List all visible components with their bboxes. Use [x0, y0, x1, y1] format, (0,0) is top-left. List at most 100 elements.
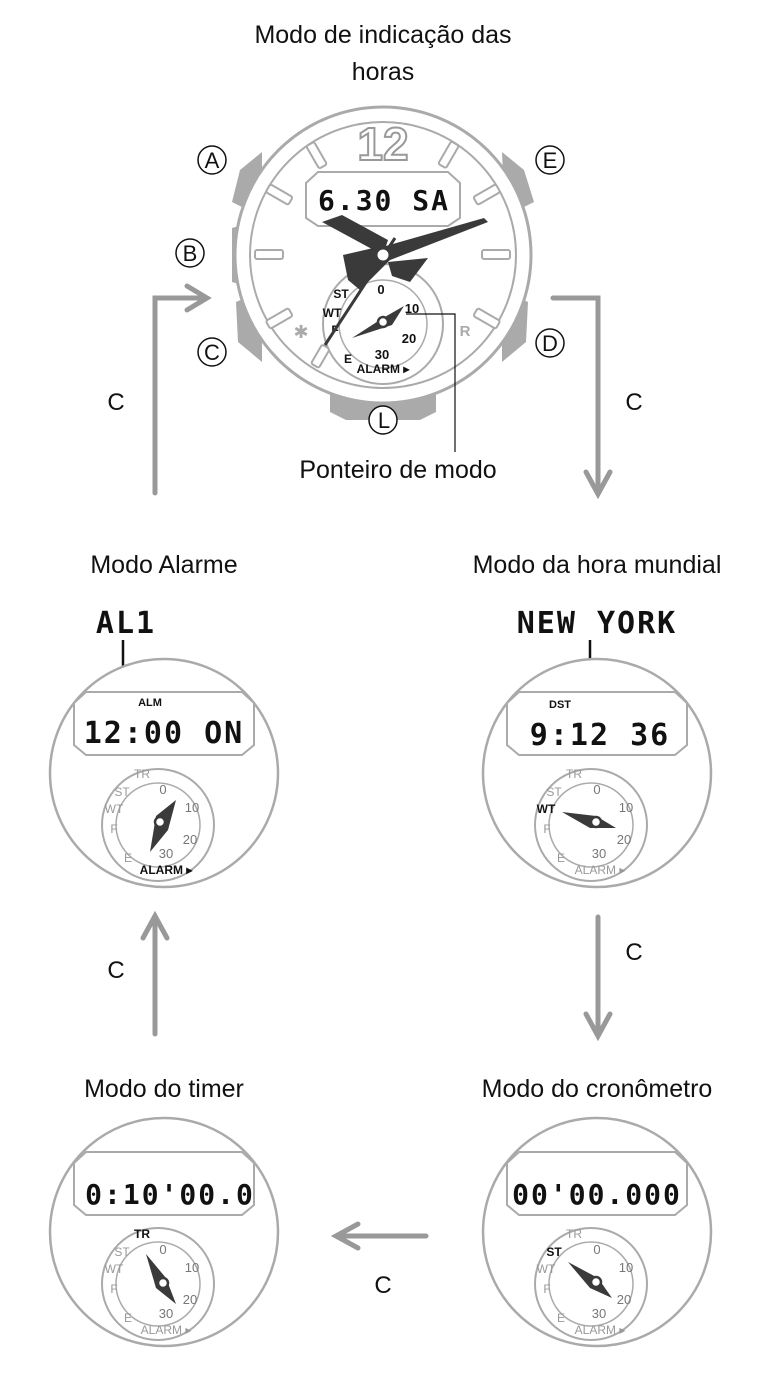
arrow-stopwatch-to-timer-head	[330, 1221, 361, 1251]
button-a-label[interactable]: A	[205, 148, 220, 173]
arrow-main-to-world-head	[583, 469, 613, 500]
alarm-sub-0: 0	[159, 782, 166, 797]
main-sub-0: 0	[377, 282, 384, 297]
timer-sub-e: E	[124, 1311, 132, 1325]
alarm-sub-f: F	[110, 822, 117, 836]
alarm-sub-tr: TR	[134, 767, 150, 781]
world-sub-wt: WT	[537, 802, 556, 816]
stopwatch-mode-hand-pivot	[589, 1275, 603, 1289]
main-sub-st: ST	[333, 287, 349, 301]
alarm-mode-hand-pivot	[153, 815, 167, 829]
world-sub-f: F	[543, 822, 550, 836]
stopwatch-sub-20: 20	[617, 1292, 631, 1307]
timer-sub-30: 30	[159, 1306, 173, 1321]
stopwatch-sub-0: 0	[593, 1242, 600, 1257]
alarm-sub-e: E	[124, 851, 132, 865]
world-title: Modo da hora mundial	[473, 551, 722, 579]
world-sub-30: 30	[592, 846, 606, 861]
stopwatch-mode-hand	[568, 1262, 612, 1298]
timer-lcd-frame	[73, 1151, 255, 1216]
world-sub-0: 0	[593, 782, 600, 797]
main-sub-e: E	[344, 352, 352, 366]
timer-title: Modo do timer	[84, 1075, 244, 1103]
button-c-label[interactable]: C	[204, 340, 220, 365]
alarm-sub-alarm: ALARM ▸	[140, 863, 194, 877]
side-r-mark: R	[460, 323, 471, 340]
world-indicator: DST	[549, 699, 571, 711]
pointer-label: Ponteiro de modo	[299, 456, 496, 484]
timer-sub-wt: WT	[105, 1262, 124, 1276]
alarm-sub-10: 10	[185, 800, 199, 815]
main-title-line2: horas	[352, 58, 415, 86]
button-e-label[interactable]: E	[543, 148, 558, 173]
timer-sub-0: 0	[159, 1242, 166, 1257]
arrow-timer-to-alarm-head	[140, 910, 170, 941]
alarm-sub-30: 30	[159, 846, 173, 861]
main-sub-30: 30	[375, 347, 389, 362]
alarm-title: Modo Alarme	[90, 551, 237, 579]
main-sub-wt: WT	[323, 306, 342, 320]
world-lcd-text: 9:12 36	[530, 718, 670, 753]
stopwatch-sub-e: E	[557, 1311, 565, 1325]
button-d-label[interactable]: D	[542, 331, 558, 356]
alarm-sub-st: ST	[114, 785, 130, 799]
stopwatch-title: Modo do cronômetro	[482, 1075, 713, 1103]
c-label-world-stopwatch: C	[625, 939, 642, 966]
timer-sub-f: F	[110, 1282, 117, 1296]
world-mode: Modo da hora mundial NEW YORK DST 9:12 3…	[473, 551, 722, 889]
alarm-sub-20: 20	[183, 832, 197, 847]
world-sub-alarm: ALARM ▸	[575, 863, 626, 877]
main-watch: Modo de indicação das horas 12 6.30 SA	[175, 21, 565, 484]
timer-sub-tr: TR	[134, 1227, 150, 1241]
arrow-main-to-world	[550, 295, 601, 495]
main-sub-20: 20	[402, 331, 416, 346]
hand-pivot	[374, 246, 392, 264]
c-label-bottom: C	[374, 1272, 391, 1299]
alarm-mode: Modo Alarme AL1 ALM 12:00 ON TR ST WT F …	[48, 551, 280, 889]
stopwatch-lcd-frame	[506, 1151, 688, 1216]
c-label-right: C	[625, 389, 642, 416]
world-sub-20: 20	[617, 832, 631, 847]
stopwatch-sub-st: ST	[546, 1245, 562, 1259]
world-mode-hand	[562, 812, 616, 828]
button-l-label[interactable]: L	[378, 408, 390, 433]
world-sub-e: E	[557, 851, 565, 865]
main-lcd-frame	[305, 171, 461, 227]
twelve-numeral: 12	[357, 118, 408, 170]
main-sub-10: 10	[405, 301, 419, 316]
hour-hand	[322, 215, 388, 255]
mode-hand-pivot	[376, 315, 390, 329]
pointer-callout-line	[406, 313, 456, 452]
timer-sub-st: ST	[114, 1245, 130, 1259]
timer-sub-10: 10	[185, 1260, 199, 1275]
c-label-timer-alarm: C	[107, 957, 124, 984]
arrow-alarm-to-main	[152, 295, 208, 496]
arrow-world-to-stopwatch-head	[583, 1011, 613, 1042]
world-sub-st: ST	[546, 785, 562, 799]
world-sub-10: 10	[619, 800, 633, 815]
world-mode-hand-pivot	[589, 815, 603, 829]
stopwatch-sub-f: F	[543, 1282, 550, 1296]
arrow-alarm-to-main-head	[184, 283, 212, 313]
alarm-lcd-frame	[73, 691, 255, 756]
alarm-callout: AL1	[96, 606, 156, 641]
stopwatch-sub-wt: WT	[537, 1262, 556, 1276]
main-sub-alarm: ALARM ▸	[357, 362, 411, 376]
stopwatch-sub-30: 30	[592, 1306, 606, 1321]
timer-mode: Modo do timer 0:10'00.0 TR ST WT F E 0 1…	[48, 1075, 280, 1348]
timer-sub-alarm: ALARM ▸	[141, 1323, 192, 1337]
main-title-line1: Modo de indicação das	[254, 21, 511, 49]
stopwatch-mode: Modo do cronômetro 00'00.000 TR ST WT F …	[482, 1075, 713, 1348]
stopwatch-sub-tr: TR	[566, 1227, 582, 1241]
world-sub-tr: TR	[566, 767, 582, 781]
alarm-lcd-text: 12:00 ON	[84, 716, 245, 751]
alarm-indicator: ALM	[138, 697, 162, 709]
stopwatch-sub-10: 10	[619, 1260, 633, 1275]
main-lcd-text: 6.30 SA	[318, 184, 450, 217]
alarm-sub-wt: WT	[105, 802, 124, 816]
timer-lcd-text: 0:10'00.0	[85, 1178, 255, 1211]
world-callout: NEW YORK	[517, 606, 678, 641]
button-letters: A B C E D L	[175, 145, 565, 435]
button-b-label[interactable]: B	[183, 241, 198, 266]
